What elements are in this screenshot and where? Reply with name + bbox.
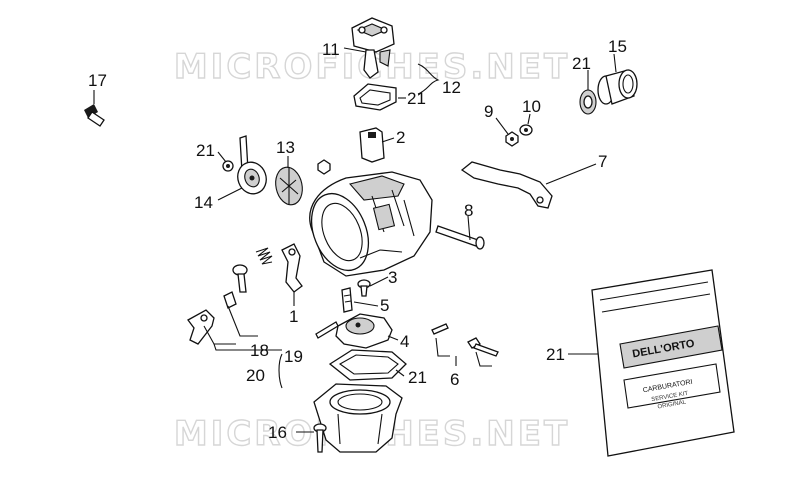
part-19-needle: [315, 321, 339, 339]
part-8-bolt: [435, 225, 485, 250]
callout-3: 3: [388, 268, 397, 287]
part-13-disc: [275, 166, 303, 206]
carburetor-body: [309, 171, 433, 277]
callout-20: 20: [246, 366, 265, 385]
callout-10: 10: [522, 97, 541, 116]
callout-17: 17: [88, 71, 107, 90]
part-21-top-gasket: [353, 83, 397, 111]
part-21-ring-right: [579, 89, 597, 115]
callout-21-bag: 21: [546, 345, 565, 364]
callout-15: 15: [608, 37, 627, 56]
part-21-gasket-kit-bag: [591, 269, 735, 457]
part-21-small-washer: [222, 160, 234, 172]
callout-21-right: 21: [572, 54, 591, 73]
callout-21-bowl: 21: [408, 368, 427, 387]
callout-1: 1: [289, 307, 298, 326]
callout-14: 14: [194, 193, 213, 212]
part-2-bracket: [359, 127, 385, 163]
float-bowl: [313, 383, 403, 453]
callout-2: 2: [396, 128, 405, 147]
leader-lines: [93, 47, 617, 433]
part-18-throttle-lever: [187, 291, 258, 345]
callout-21-top: 21: [407, 89, 426, 108]
brace-20: [278, 353, 283, 389]
part-7-lever: [460, 161, 553, 209]
bag-line-2: ORIGINAL: [657, 399, 687, 410]
callout-4: 4: [400, 332, 409, 351]
callout-5: 5: [380, 296, 389, 315]
callout-6: 6: [450, 370, 459, 389]
part-10-washer: [519, 124, 533, 136]
part-21-bowl-gasket: [328, 349, 407, 381]
part-14-choke-lever: [237, 135, 267, 195]
part-17-screw: [84, 104, 105, 127]
callout-8: 8: [464, 201, 473, 220]
part-nut-small: [317, 159, 331, 175]
part-spring: [255, 247, 273, 265]
part-3-screw: [357, 279, 371, 297]
callout-13: 13: [276, 138, 295, 157]
part-9-nut: [505, 131, 519, 147]
part-1-lever: [281, 243, 303, 293]
leader-18: [213, 343, 282, 351]
callout-9: 9: [484, 102, 493, 121]
part-5-jet: [341, 287, 353, 313]
callout-11: 11: [322, 40, 340, 59]
callout-16: 16: [268, 423, 287, 442]
callout-12: 12: [442, 78, 461, 97]
part-4-float: [335, 313, 393, 349]
part-16-screw: [313, 423, 327, 453]
callout-19: 19: [284, 347, 303, 366]
part-11-top-cap: [351, 17, 395, 79]
part-screw-mid: [232, 264, 248, 293]
callout-21-left: 21: [196, 141, 215, 160]
callout-18: 18: [250, 341, 269, 360]
part-15-sleeve: [597, 69, 638, 105]
callout-7: 7: [598, 152, 607, 171]
part-6-pins: [431, 323, 499, 367]
